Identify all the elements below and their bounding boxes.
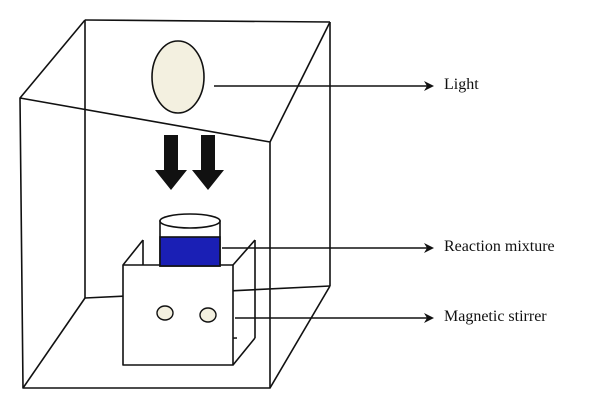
knob-icon [156, 305, 174, 321]
arrowhead-icon [424, 313, 434, 323]
down-arrow-icon [155, 135, 187, 190]
reaction-liquid [159, 236, 221, 267]
arrowhead-icon [424, 81, 434, 91]
label-magnetic-stirrer: Magnetic stirrer [444, 308, 547, 325]
light-bulb [151, 40, 205, 114]
stirrer-knobs [156, 305, 217, 323]
light-arrows [155, 135, 224, 190]
arrowhead-icon [424, 243, 434, 253]
label-light: Light [444, 76, 479, 93]
knob-icon [199, 307, 217, 323]
box-top-right-faces [19, 19, 331, 389]
beaker [159, 213, 221, 267]
down-arrow-icon [192, 135, 224, 190]
label-reaction-mixture: Reaction mixture [444, 238, 555, 255]
